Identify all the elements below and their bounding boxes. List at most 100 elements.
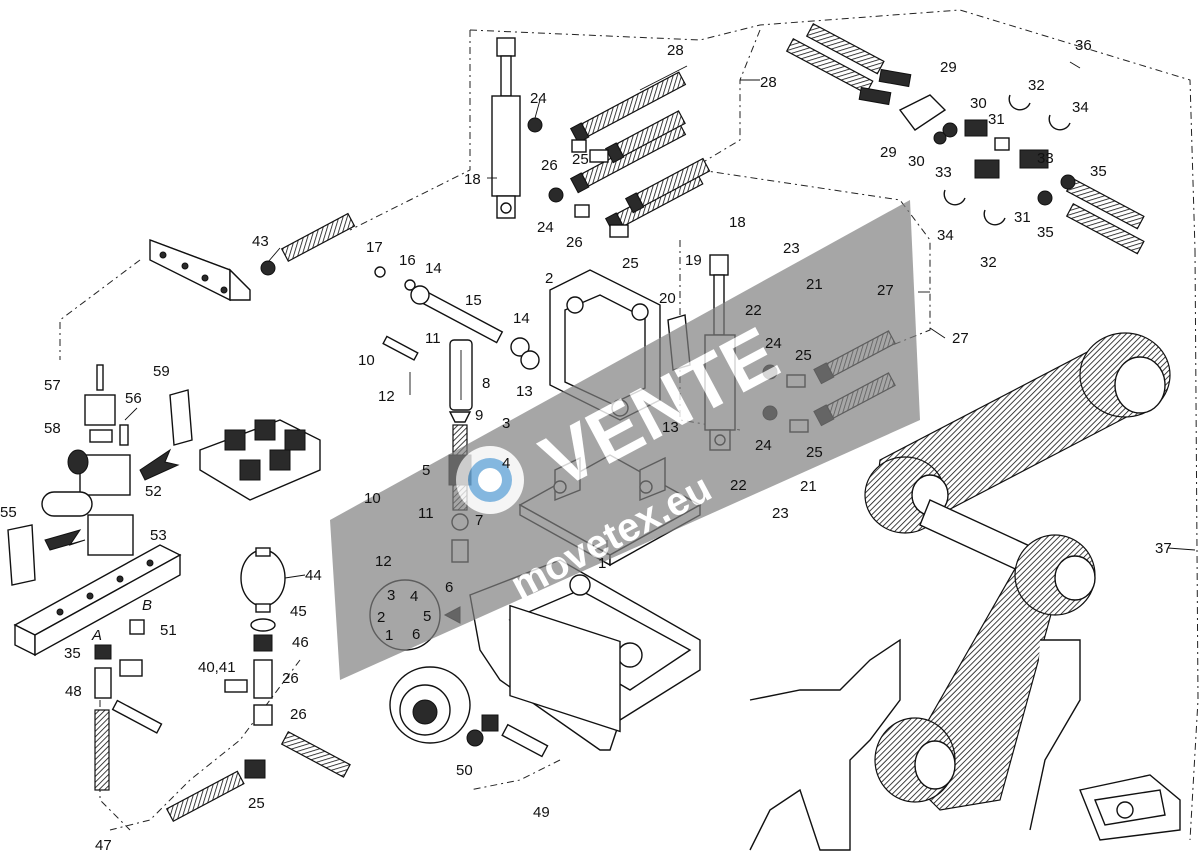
dial-digit: 2	[377, 609, 385, 626]
callout-label: 27	[952, 330, 969, 347]
callout-label: 53	[150, 527, 167, 544]
callout-label: 7	[475, 512, 483, 529]
callout-label: 33	[1037, 150, 1054, 167]
hoses-top-right	[785, 23, 1145, 255]
callout-label: 18	[464, 171, 481, 188]
callout-label: 30	[970, 95, 987, 112]
callout-label: 10	[358, 352, 375, 369]
callout-label: 25	[622, 255, 639, 272]
callout-label: 14	[425, 260, 442, 277]
callout-label: 32	[1028, 77, 1045, 94]
callout-label: 44	[305, 567, 322, 584]
callout-label: 34	[1072, 99, 1089, 116]
fittings-right-cluster	[933, 94, 1076, 226]
callout-label: 36	[1075, 37, 1092, 54]
callout-label: 26	[290, 706, 307, 723]
callout-label: 48	[65, 683, 82, 700]
callout-label: 35	[1090, 163, 1107, 180]
callout-label: 27	[877, 282, 894, 299]
dial-digit: 5	[423, 608, 431, 625]
callout-label: 35	[64, 645, 81, 662]
callout-label: 23	[772, 505, 789, 522]
callout-label: 6	[445, 579, 453, 596]
callout-label: 15	[465, 292, 482, 309]
callout-label: 26	[541, 157, 558, 174]
callout-label: 11	[418, 505, 434, 522]
callout-label: 4	[502, 455, 510, 472]
callout-label: 28	[667, 42, 684, 59]
callout-label: 40,41	[198, 659, 236, 676]
hydraulic-motor	[389, 666, 549, 758]
track-assembly	[864, 332, 1171, 811]
leader-lines	[124, 61, 1196, 579]
callout-label: 55	[0, 504, 17, 521]
callout-label: 32	[980, 254, 997, 271]
callout-label: 12	[378, 388, 395, 405]
callout-label: 14	[513, 310, 530, 327]
callout-label: 33	[935, 164, 952, 181]
dial-digit: 6	[412, 626, 420, 643]
callout-label: 28	[760, 74, 777, 91]
callout-label: 20	[659, 290, 676, 307]
callout-label: 21	[806, 276, 823, 293]
port-letters: A B	[91, 597, 152, 644]
manifold-block	[149, 212, 356, 302]
callout-label: 9	[475, 407, 483, 424]
callout-label: 26	[282, 670, 299, 687]
callout-label: 22	[745, 302, 762, 319]
callout-label: 57	[44, 377, 61, 394]
fittings-top-left	[527, 117, 629, 238]
callout-labels: 1 2 3 4 5 6 7 8 9 10 10 11 11 12 12 13 1…	[0, 37, 1172, 854]
solenoid-valve-bank	[199, 419, 321, 501]
callout-label: 25	[806, 444, 823, 461]
callout-label: 18	[729, 214, 746, 231]
callout-label: 8	[482, 375, 490, 392]
callout-label: 3	[502, 415, 510, 432]
callout-label: 22	[730, 477, 747, 494]
callout-label: 25	[795, 347, 812, 364]
dial-digit: 3	[387, 587, 395, 604]
callout-label: 49	[533, 804, 550, 821]
callout-label: 10	[364, 490, 381, 507]
callout-label: 35	[1037, 224, 1054, 241]
callout-label: 45	[290, 603, 307, 620]
callout-label: 25	[572, 151, 589, 168]
callout-label: 13	[662, 419, 679, 436]
callout-label: 47	[95, 837, 112, 854]
chassis-outline	[749, 638, 1181, 851]
callout-label: 24	[530, 90, 547, 107]
callout-label: 31	[988, 111, 1005, 128]
callout-label: 12	[375, 553, 392, 570]
callout-label: 21	[800, 478, 817, 495]
dial-digit: 4	[410, 588, 418, 605]
callout-label: 17	[366, 239, 383, 256]
valve-manifold	[13, 544, 182, 791]
callout-label: 25	[248, 795, 265, 812]
accumulator-stack	[165, 547, 351, 822]
callout-label: 31	[1014, 209, 1031, 226]
callout-label: 58	[44, 420, 61, 437]
callout-label: 29	[940, 59, 957, 76]
callout-label: 43	[252, 233, 269, 250]
callout-label: 11	[425, 330, 441, 347]
callout-label: 16	[399, 252, 416, 269]
dial-digit: 1	[385, 627, 393, 644]
callout-label: 1	[598, 555, 606, 572]
port-letter-b: B	[142, 597, 152, 614]
callout-label: 5	[422, 462, 430, 479]
callout-label: 26	[566, 234, 583, 251]
pivot-pin-assembly	[374, 266, 540, 411]
hoses-top	[569, 71, 711, 234]
callout-label: 24	[755, 437, 772, 454]
callout-label: 46	[292, 634, 309, 651]
center-frame	[469, 559, 701, 751]
callout-label: 34	[937, 227, 954, 244]
callout-label: 13	[516, 383, 533, 400]
callout-label: 51	[160, 622, 177, 639]
cylinder-left	[491, 37, 521, 219]
selector-digits: 1 2 3 4 5 6	[377, 587, 431, 644]
callout-label: 24	[765, 335, 782, 352]
callout-label: 37	[1155, 540, 1172, 557]
callout-label: 19	[685, 252, 702, 269]
